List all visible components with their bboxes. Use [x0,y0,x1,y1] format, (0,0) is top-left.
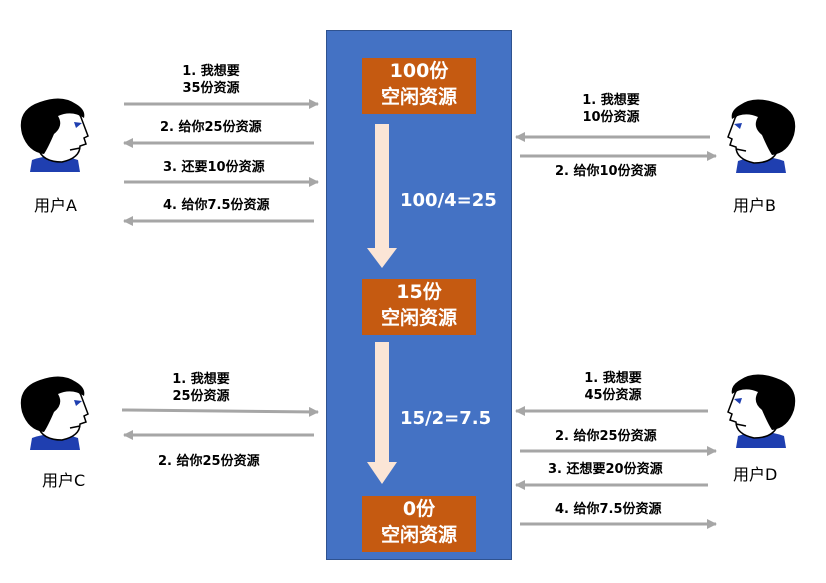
user-c-name: 用户C [42,471,86,490]
msg-b-request: 1. 我想要 10份资源 [582,93,640,125]
resource-count: 100份 [389,60,449,82]
resource-count: 0份 [402,498,436,520]
flow-arrow-2 [367,342,397,484]
msg-a-request: 1. 我想要 35份资源 [182,64,240,96]
msg-d-request: 1. 我想要 45份资源 [584,371,642,403]
msg-d-request-more: 3. 还想要20份资源 [548,462,663,477]
msg-d-grant-more: 4. 给你7.5份资源 [555,502,662,517]
user-b-avatar-icon [727,99,796,173]
user-d-avatar-icon [727,374,796,448]
user-b-name: 用户B [733,196,776,215]
calc-split-four: 100/4=25 [400,190,497,211]
msg-c-grant: 2. 给你25份资源 [158,454,260,469]
resource-state-15: 15份 空闲资源 [362,279,476,335]
resource-label: 空闲资源 [380,86,457,108]
calc-split-two: 15/2=7.5 [400,408,492,429]
resource-label: 空闲资源 [380,307,457,329]
msg-a-request-more: 3. 还要10份资源 [163,160,265,175]
user-a-name: 用户A [34,196,77,215]
resource-label: 空闲资源 [380,524,457,546]
user-d-name: 用户D [733,465,778,484]
msg-b-grant: 2. 给你10份资源 [555,164,657,179]
arrow-c-request [121,406,319,417]
resource-count: 15份 [396,281,442,303]
flow-arrow-1 [367,124,397,268]
resource-state-0: 0份 空闲资源 [362,496,476,552]
msg-d-grant: 2. 给你25份资源 [555,429,657,444]
msg-a-grant: 2. 给你25份资源 [160,120,262,135]
user-c-avatar-icon [20,376,89,450]
msg-a-grant-more: 4. 给你7.5份资源 [163,198,270,213]
resource-state-100: 100份 空闲资源 [362,58,476,114]
user-a-avatar-icon [20,98,89,172]
msg-c-request: 1. 我想要 25份资源 [172,372,230,404]
